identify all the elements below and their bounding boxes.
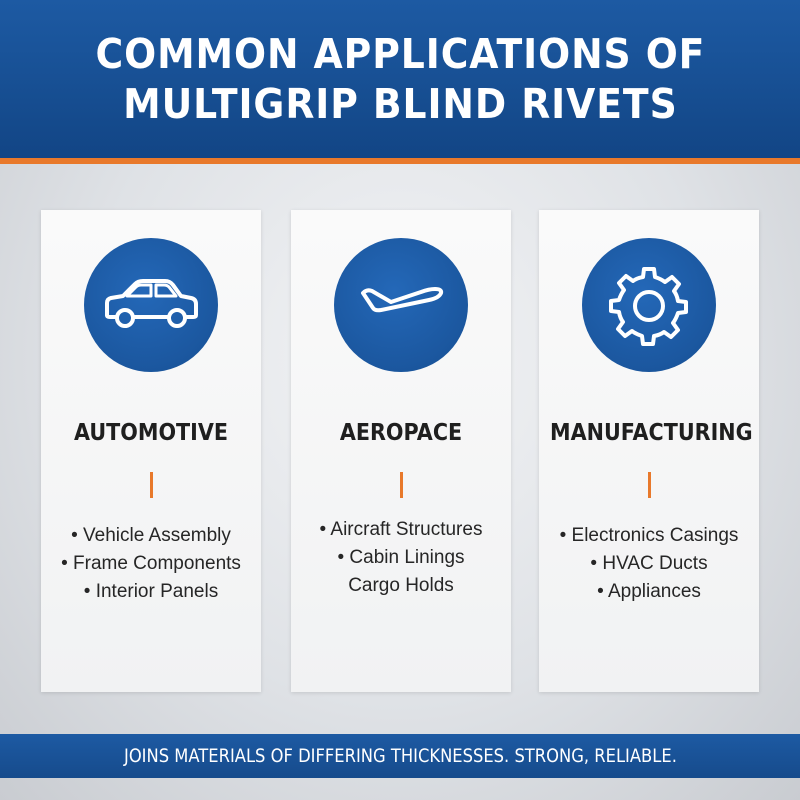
card-divider bbox=[399, 472, 403, 498]
list-item: • Electronics Casings bbox=[559, 525, 739, 546]
list-item: • HVAC Ducts bbox=[590, 553, 708, 574]
car-icon bbox=[105, 279, 198, 328]
gear-icon-circle bbox=[582, 238, 716, 372]
header-banner: COMMON APPLICATIONS OF MULTIGRIP BLIND R… bbox=[0, 0, 800, 158]
car-icon-circle bbox=[84, 238, 218, 372]
header-accent-stripe bbox=[0, 158, 800, 164]
list-item: Cargo Holds bbox=[348, 575, 454, 596]
list-item: • Aircraft Structures bbox=[319, 519, 483, 540]
card-title: AEROPACE bbox=[339, 420, 463, 446]
list-item: • Interior Panels bbox=[83, 581, 219, 602]
card-manufacturing: MANUFACTURING • Electronics Casings • HV… bbox=[539, 210, 759, 692]
gear-icon bbox=[609, 267, 688, 346]
card-aerospace: AEROPACE • Aircraft Structures • Cabin L… bbox=[291, 210, 511, 692]
application-list: • Vehicle Assembly • Frame Components • … bbox=[41, 522, 261, 606]
card-title: MANUFACTURING bbox=[550, 420, 753, 446]
list-item: • Vehicle Assembly bbox=[71, 525, 231, 546]
card-automotive: AUTOMOTIVE • Vehicle Assembly • Frame Co… bbox=[41, 210, 261, 692]
card-divider bbox=[647, 472, 651, 498]
airplane-icon bbox=[361, 287, 444, 313]
airplane-icon-circle bbox=[334, 238, 468, 372]
card-divider bbox=[149, 472, 153, 498]
application-list: • Electronics Casings • HVAC Ducts • App… bbox=[539, 522, 759, 606]
card-title: AUTOMOTIVE bbox=[73, 420, 229, 446]
page-title-line-2: MULTIGRIP BLIND RIVETS bbox=[122, 80, 678, 128]
list-item: • Appliances bbox=[597, 581, 701, 602]
application-list: • Aircraft Structures • Cabin Linings Ca… bbox=[291, 516, 511, 600]
list-item: • Cabin Linings bbox=[337, 547, 465, 568]
footer-banner: JOINS MATERIALS OF DIFFERING THICKNESSES… bbox=[0, 734, 800, 778]
page-title-line-1: COMMON APPLICATIONS OF bbox=[95, 30, 705, 78]
footer-tagline: JOINS MATERIALS OF DIFFERING THICKNESSES… bbox=[123, 745, 677, 767]
list-item: • Frame Components bbox=[61, 553, 241, 574]
